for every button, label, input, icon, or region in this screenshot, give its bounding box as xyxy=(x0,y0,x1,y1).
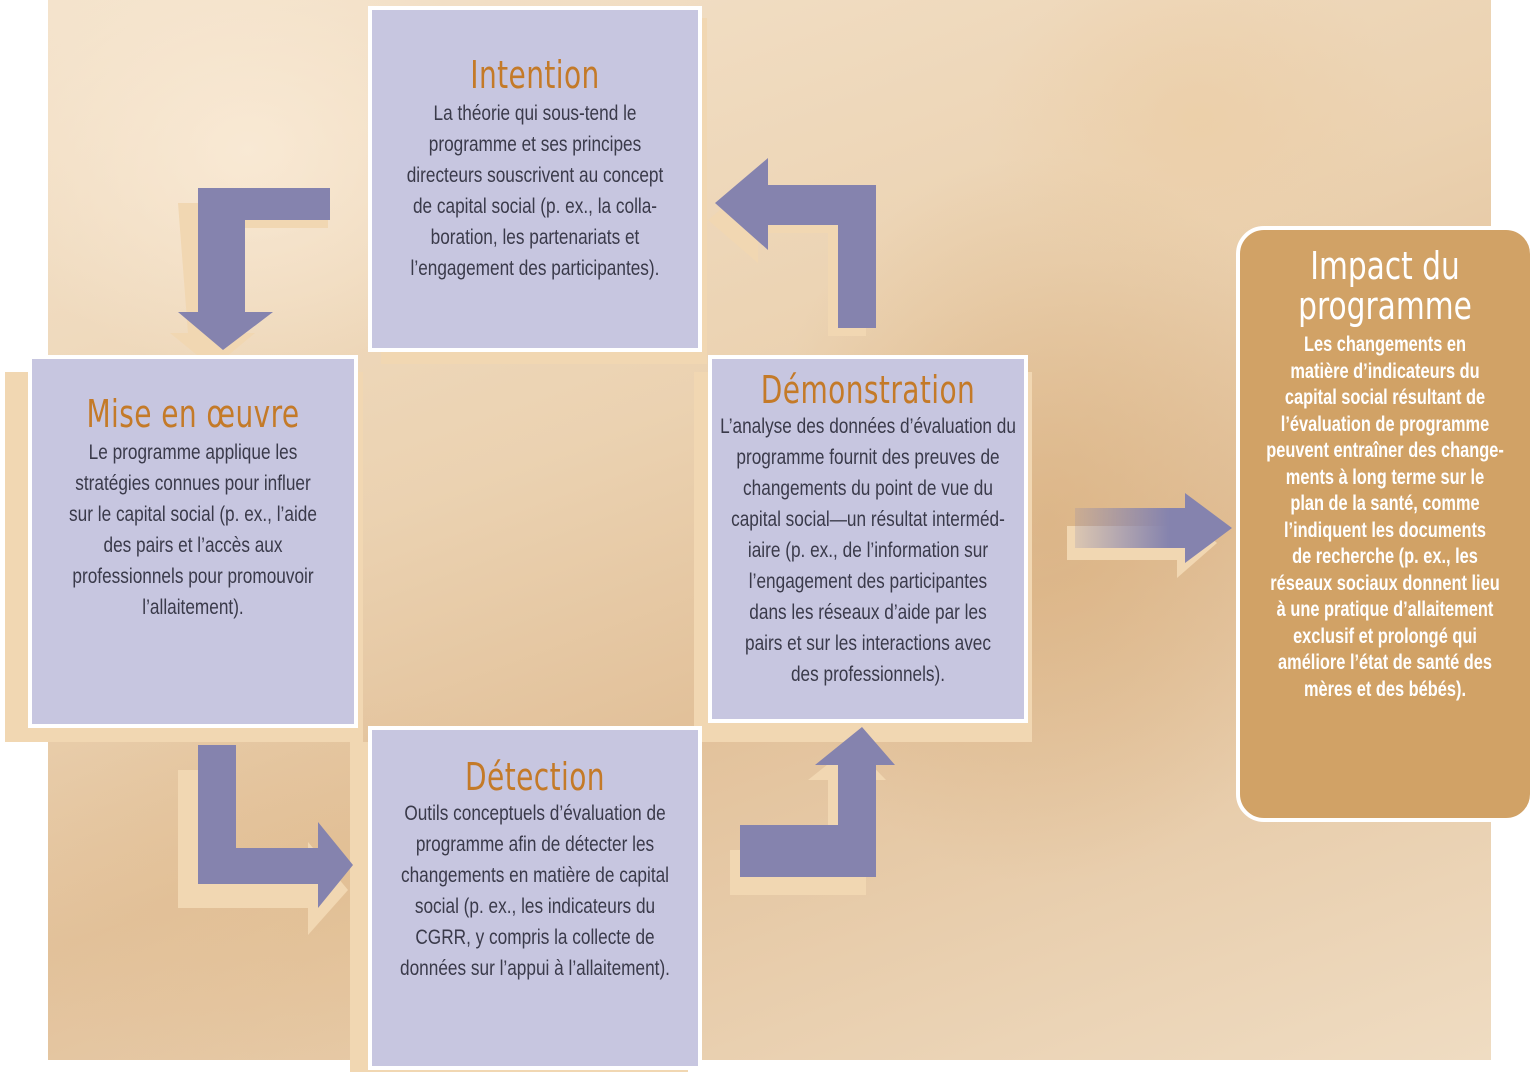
detection-title: Détection xyxy=(465,755,605,799)
mise-en-oeuvre-title: Mise en œuvre xyxy=(86,392,300,436)
demonstration-text: L’analyse des données d’évaluation du pr… xyxy=(720,415,1016,686)
impact-box: Impact du programme Les changements en m… xyxy=(1236,226,1534,822)
mise-en-oeuvre-text: Le programme applique les stratégies con… xyxy=(69,441,317,619)
detection-text: Outils conceptuels d’évaluation de progr… xyxy=(400,802,670,980)
intention-title: Intention xyxy=(470,53,600,97)
arrow-to-impact xyxy=(1067,493,1232,578)
intention-text: La théorie qui sous-tend le programme et… xyxy=(406,102,664,280)
arrow-to-detection xyxy=(178,745,353,935)
impact-text: Les changements en matière d’indicateurs… xyxy=(1266,333,1504,701)
detection-box: Détection Outils conceptuels d’évaluatio… xyxy=(368,726,702,1070)
demonstration-title: Démonstration xyxy=(760,368,976,412)
mise-en-oeuvre-box: Mise en œuvre Le programme applique les … xyxy=(28,355,358,728)
arrow-to-demonstration xyxy=(730,727,895,895)
arrow-to-mise-en-oeuvre xyxy=(170,188,330,368)
intention-box: Intention La théorie qui sous-tend le pr… xyxy=(368,6,702,352)
arrow-to-intention xyxy=(708,158,876,336)
impact-title: Impact du programme xyxy=(1298,244,1472,328)
demonstration-box: Démonstration L’analyse des données d’év… xyxy=(708,355,1028,723)
